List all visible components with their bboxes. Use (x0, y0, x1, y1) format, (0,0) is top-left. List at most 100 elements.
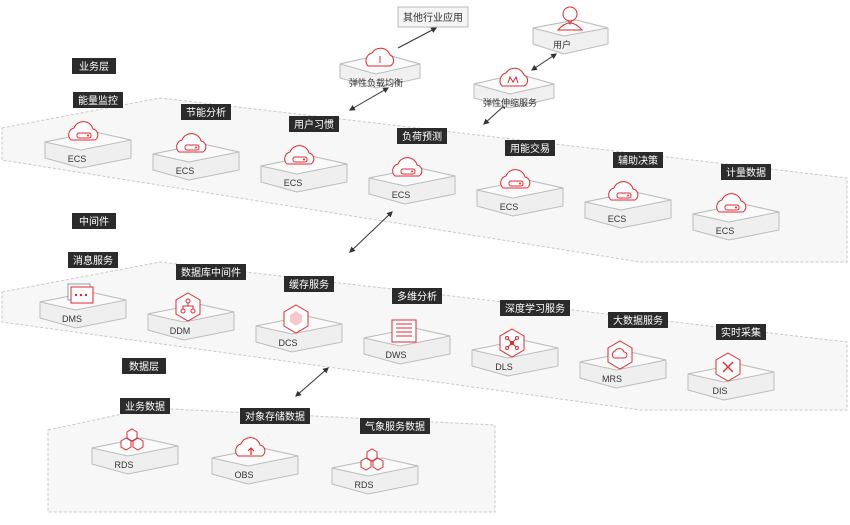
business-node-tag-text: 计量数据 (726, 166, 766, 179)
middleware-node-tag-text: 消息服务 (73, 254, 113, 267)
middleware-node-tag-text: 实时采集 (721, 326, 761, 339)
rds-cubes-icon (120, 428, 144, 451)
data-node-tag-text: 气象服务数据 (365, 420, 425, 433)
business-node-tag: 用户习惯 (289, 116, 339, 132)
business-node-caption: ECS (716, 226, 735, 236)
business-node-tag: 用能交易 (505, 140, 555, 156)
business-node-ecs: 辅助决策 ECS (584, 152, 672, 229)
database-tree-icon (175, 292, 201, 322)
middleware-node-tag: 多维分析 (392, 288, 442, 304)
business-node-caption: ECS (608, 214, 627, 224)
middleware-nodes: 消息服务 DMS 数据库中间件 DDM 缓存服务 DCS 多维分析 DWS 深度学习服务 DLS 大… (39, 252, 775, 401)
user-node: 用户 (532, 6, 609, 55)
data-node-caption: RDS (354, 480, 373, 490)
middleware-layer-title: 中间件 (72, 213, 116, 229)
middleware-node-tag-text: 缓存服务 (289, 278, 329, 291)
middleware-node-tag: 大数据服务 (608, 312, 668, 328)
middleware-node-tag: 消息服务 (68, 252, 118, 268)
business-node-tag-text: 能量监控 (78, 94, 118, 107)
cloud-server-icon (500, 169, 531, 189)
business-node-caption: ECS (392, 190, 411, 200)
ingest-icon (715, 352, 741, 382)
middleware-node-dms: 消息服务 DMS (39, 252, 127, 329)
network-icon (499, 328, 525, 358)
business-node-tag-text: 用能交易 (510, 142, 550, 155)
middleware-node-dis: 实时采集 DIS (687, 324, 775, 401)
middleware-node-caption: DMS (62, 314, 82, 324)
business-node-ecs: 节能分析 ECS (152, 104, 240, 181)
arrow-as-to-business (483, 103, 507, 125)
business-node-caption: ECS (68, 154, 87, 164)
data-node-tag: 气象服务数据 (360, 418, 430, 434)
middleware-node-caption: DIS (712, 386, 727, 396)
cloud-server-icon (284, 145, 315, 165)
business-layer-title: 业务层 (72, 58, 116, 74)
arrow-elb-to-other-apps (397, 27, 438, 49)
arrow-middleware-to-data (295, 367, 329, 397)
arrow-elb-to-business (348, 87, 390, 111)
user-label: 用户 (553, 39, 571, 50)
cloud-server-icon (68, 121, 99, 141)
data-node-tag: 业务数据 (120, 398, 170, 414)
data-node-caption: RDS (114, 460, 133, 470)
middleware-node-tag-text: 深度学习服务 (505, 302, 565, 315)
middleware-node-tag: 深度学习服务 (500, 300, 570, 316)
cloud-upload-icon (235, 437, 266, 457)
business-node-tag: 负荷预测 (397, 128, 447, 144)
middleware-node-dcs: 缓存服务 DCS (255, 276, 343, 353)
middleware-node-caption: MRS (602, 374, 622, 384)
warehouse-icon (391, 319, 417, 343)
data-layer-title-text: 数据层 (129, 360, 159, 373)
middleware-node-tag-text: 多维分析 (397, 290, 437, 303)
cloud-server-icon (608, 181, 639, 201)
data-node-rds: 业务数据 RDS (91, 398, 179, 475)
elb-label: 弹性负载均衡 (349, 77, 403, 88)
other-apps-label: 其他行业应用 (403, 11, 463, 24)
middleware-node-dws: 多维分析 DWS (363, 288, 451, 365)
cloud-server-icon (392, 157, 423, 177)
business-node-ecs: 负荷预测 ECS (368, 128, 456, 205)
business-node-caption: ECS (284, 178, 303, 188)
middleware-node-caption: DWS (386, 350, 407, 360)
bigdata-hexagon-icon (607, 340, 633, 370)
middleware-node-caption: DLS (495, 362, 513, 372)
business-node-tag-text: 负荷预测 (402, 130, 442, 143)
data-node-rds: 气象服务数据 RDS (331, 418, 430, 495)
business-node-ecs: 用户习惯 ECS (260, 116, 348, 193)
business-node-tag: 节能分析 (181, 104, 231, 120)
middleware-node-tag: 缓存服务 (284, 276, 334, 292)
middleware-node-mrs: 大数据服务 MRS (579, 312, 668, 389)
middleware-node-tag-text: 大数据服务 (613, 314, 663, 327)
business-node-tag-text: 用户习惯 (294, 118, 334, 131)
middleware-node-ddm: 数据库中间件 DDM (147, 264, 246, 341)
business-node-tag-text: 节能分析 (186, 106, 226, 119)
data-node-caption: OBS (234, 470, 253, 480)
business-node-ecs: 计量数据 ECS (692, 164, 780, 241)
middleware-node-tag: 数据库中间件 (176, 264, 246, 280)
cloud-server-icon (176, 133, 207, 153)
business-nodes: 能量监控 ECS 节能分析 ECS 用户习惯 ECS 负荷预测 ECS 用能交易 ECS 辅助决策 E… (44, 92, 780, 241)
business-node-tag: 能量监控 (73, 92, 123, 108)
business-node-tag-text: 辅助决策 (618, 154, 658, 167)
middleware-node-caption: DDM (170, 326, 191, 336)
as-node: 弹性伸缩服务 (473, 67, 555, 109)
user-icon (556, 6, 584, 31)
other-apps-box: 其他行业应用 (397, 6, 469, 28)
business-node-caption: ECS (176, 166, 195, 176)
middleware-layer-title-text: 中间件 (79, 215, 109, 228)
middleware-node-tag: 实时采集 (716, 324, 766, 340)
cache-hexagon-icon (283, 304, 309, 334)
middleware-node-dls: 深度学习服务 DLS (471, 300, 570, 377)
business-node-ecs: 用能交易 ECS (476, 140, 564, 217)
arrow-as-to-user (531, 53, 557, 71)
arrow-business-to-middleware (349, 211, 393, 253)
business-layer-title-text: 业务层 (79, 60, 109, 73)
as-label: 弹性伸缩服务 (483, 97, 537, 108)
business-node-tag: 辅助决策 (613, 152, 663, 168)
middleware-node-caption: DCS (278, 338, 297, 348)
auto-scaling-icon (499, 67, 529, 87)
message-icon (67, 283, 94, 304)
business-node-caption: ECS (500, 202, 519, 212)
